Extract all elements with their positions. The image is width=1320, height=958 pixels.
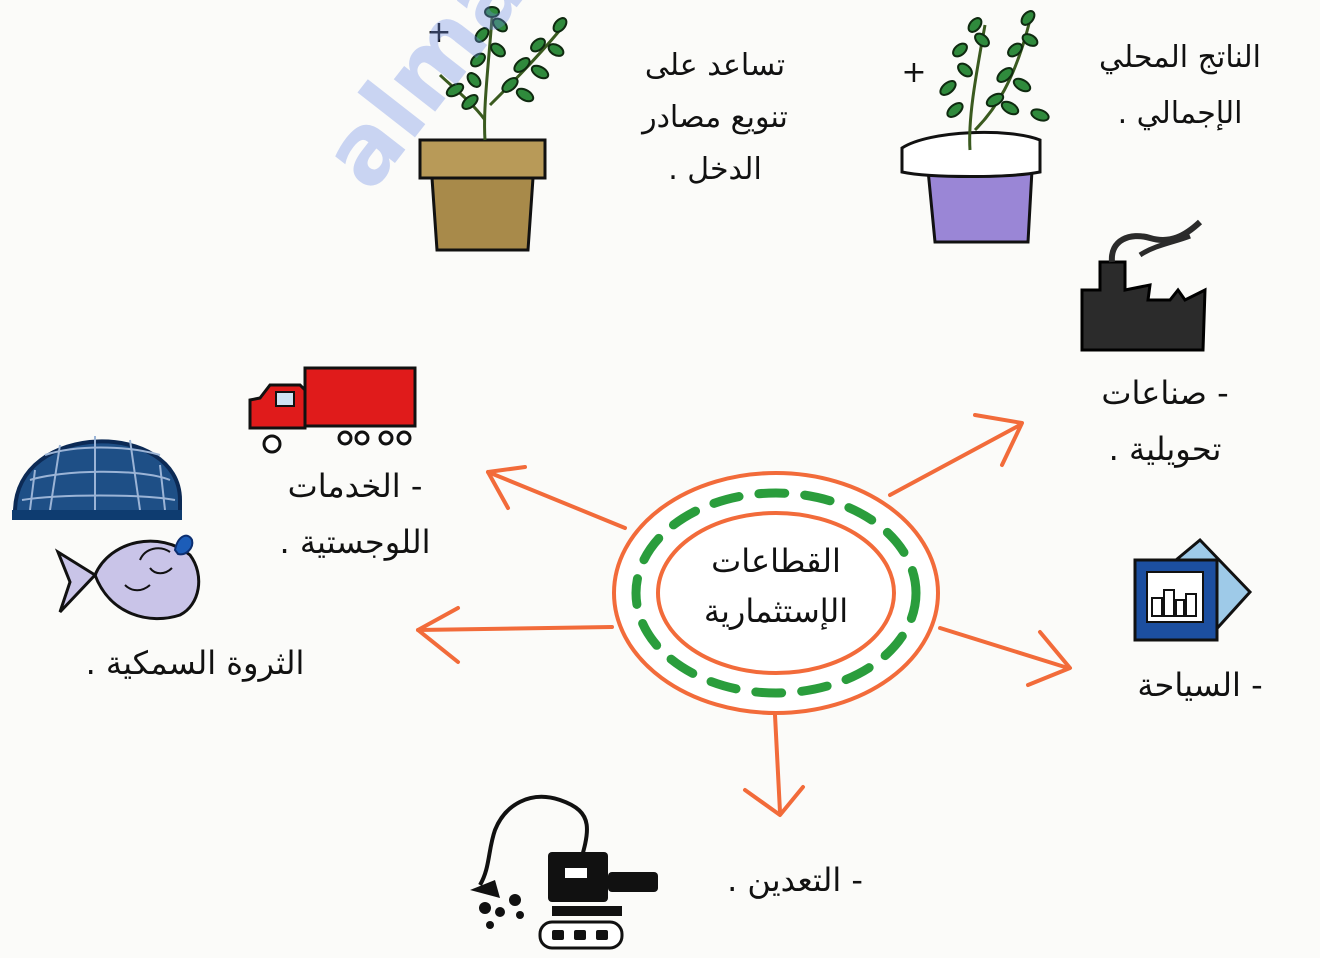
plant-pot-tan-icon: [418, 6, 568, 252]
fishing-net-icon: [12, 436, 182, 520]
arrow-to-tourism: [938, 626, 1072, 687]
gdp-benefit-line-1: الناتج المحلي: [1098, 40, 1262, 75]
income-plus-sign: +: [426, 15, 454, 50]
income-benefit-line-2: تنويع مصادر: [642, 100, 788, 135]
plant-pot-purple-icon: [900, 10, 1050, 244]
center-hub: [612, 471, 940, 715]
truck-icon: [248, 366, 417, 454]
income-benefit-line-1: تساعد على: [644, 48, 786, 83]
logistics-sector-line-1: - الخدمات: [287, 467, 423, 505]
arrows: [416, 413, 1072, 817]
center-hub-line-1: القطاعات: [711, 542, 841, 580]
industry-sector-label: - صناعات تحويلية .: [1060, 365, 1270, 477]
fish-sector-label: الثروة السمكية .: [85, 644, 305, 682]
gdp-plus-sign: +: [901, 55, 929, 90]
logistics-sector-line-2: اللوجستية .: [279, 523, 431, 561]
center-hub-label: القطاعات الإستثمارية: [676, 536, 876, 636]
industry-sector-line-2: تحويلية .: [1108, 430, 1222, 468]
arrow-to-logistics: [486, 465, 627, 530]
fish-icon: [54, 534, 201, 621]
arrow-to-mining: [743, 713, 805, 817]
arrow-to-fish: [416, 606, 614, 664]
arrow-to-industry: [888, 413, 1024, 497]
factory-icon: [1080, 219, 1207, 352]
income-benefit-line-3: الدخل .: [668, 152, 762, 187]
income-benefit-label: تساعد على تنويع مصادر الدخل .: [585, 40, 845, 196]
gdp-benefit-label: الناتج المحلي الإجمالي .: [1045, 30, 1315, 142]
tourism-sector-label: - السياحة: [1137, 666, 1263, 704]
mining-sector-label: - التعدين .: [727, 861, 863, 899]
center-hub-line-2: الإستثمارية: [703, 592, 849, 630]
excavator-icon: [470, 794, 658, 950]
hub-dashed-ring: [631, 488, 921, 698]
gdp-benefit-line-2: الإجمالي .: [1117, 96, 1243, 131]
hub-inner-ring: [656, 511, 896, 675]
logistics-sector-label: - الخدمات اللوجستية .: [230, 458, 480, 570]
industry-sector-line-1: - صناعات: [1101, 374, 1229, 412]
tourism-book-icon: [1133, 537, 1253, 642]
